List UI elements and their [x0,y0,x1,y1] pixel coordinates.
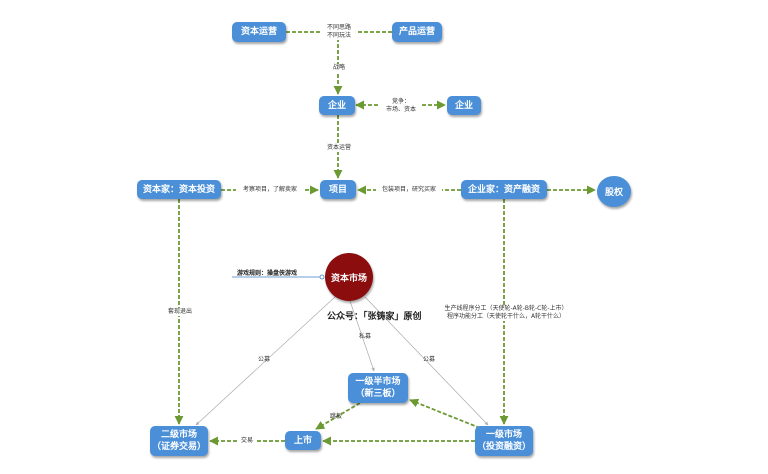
credit-label: 公众号：「张铸家」原创 [327,312,422,322]
equity-node[interactable]: 股权 [597,176,631,207]
edge-capital-primary [364,296,489,426]
game-rule-label: 游戏规则：操盘侠游戏 [237,270,298,277]
primary-market-node[interactable]: 一级市场 （投资融资） [475,426,533,456]
create-project-label: 包装项目，研究买家 [376,186,442,194]
project-node[interactable]: 项目 [320,180,356,199]
ops-link-label: 不同思路 不同玩法 [322,24,356,40]
capital-ops-link-label: 资本运营 [320,144,358,152]
edge-capital-secondary [195,295,337,426]
exit-label: 套现退出 [164,308,196,316]
capital-ops-node[interactable]: 资本运营 [232,22,286,42]
listing-node[interactable]: 上市 [285,431,321,450]
public-offering-left-label: 公募 [257,356,270,363]
public-offering-right-label: 公募 [422,356,435,363]
private-placement-label: 私募 [358,333,371,340]
entrepreneur-node[interactable]: 企业家：资产融资 [461,180,547,199]
edge-primary-semi [409,398,481,429]
edge-semi-listing [315,402,361,430]
enterprise-rival-node[interactable]: 企业 [447,96,481,115]
edge-capital-semi [349,300,375,372]
game-rule-connector [319,274,325,280]
jump-board-label: 跳板 [329,413,342,420]
product-ops-node[interactable]: 产品运营 [392,22,442,42]
semi-primary-market-node[interactable]: 一级半市场 （新三板） [348,373,408,403]
capitalist-node[interactable]: 资本家：资本投资 [137,180,221,199]
capital-market-node[interactable]: 资本市场 [325,253,373,301]
trade-label: 交易 [239,437,255,445]
enterprise-node[interactable]: 企业 [319,96,355,115]
strategy-label: 战略 [328,64,350,72]
competition-label: 竞争： 市场、资本 [380,98,422,114]
inspect-project-label: 考察项目，了解卖家 [236,186,304,194]
division-of-labor-label: 生产线程序分工（天使轮-A轮-B轮-C轮-上市） 程序功能分工（天使轮干什么，A… [430,305,582,321]
secondary-market-node[interactable]: 二级市场 （证券交易） [150,426,208,456]
